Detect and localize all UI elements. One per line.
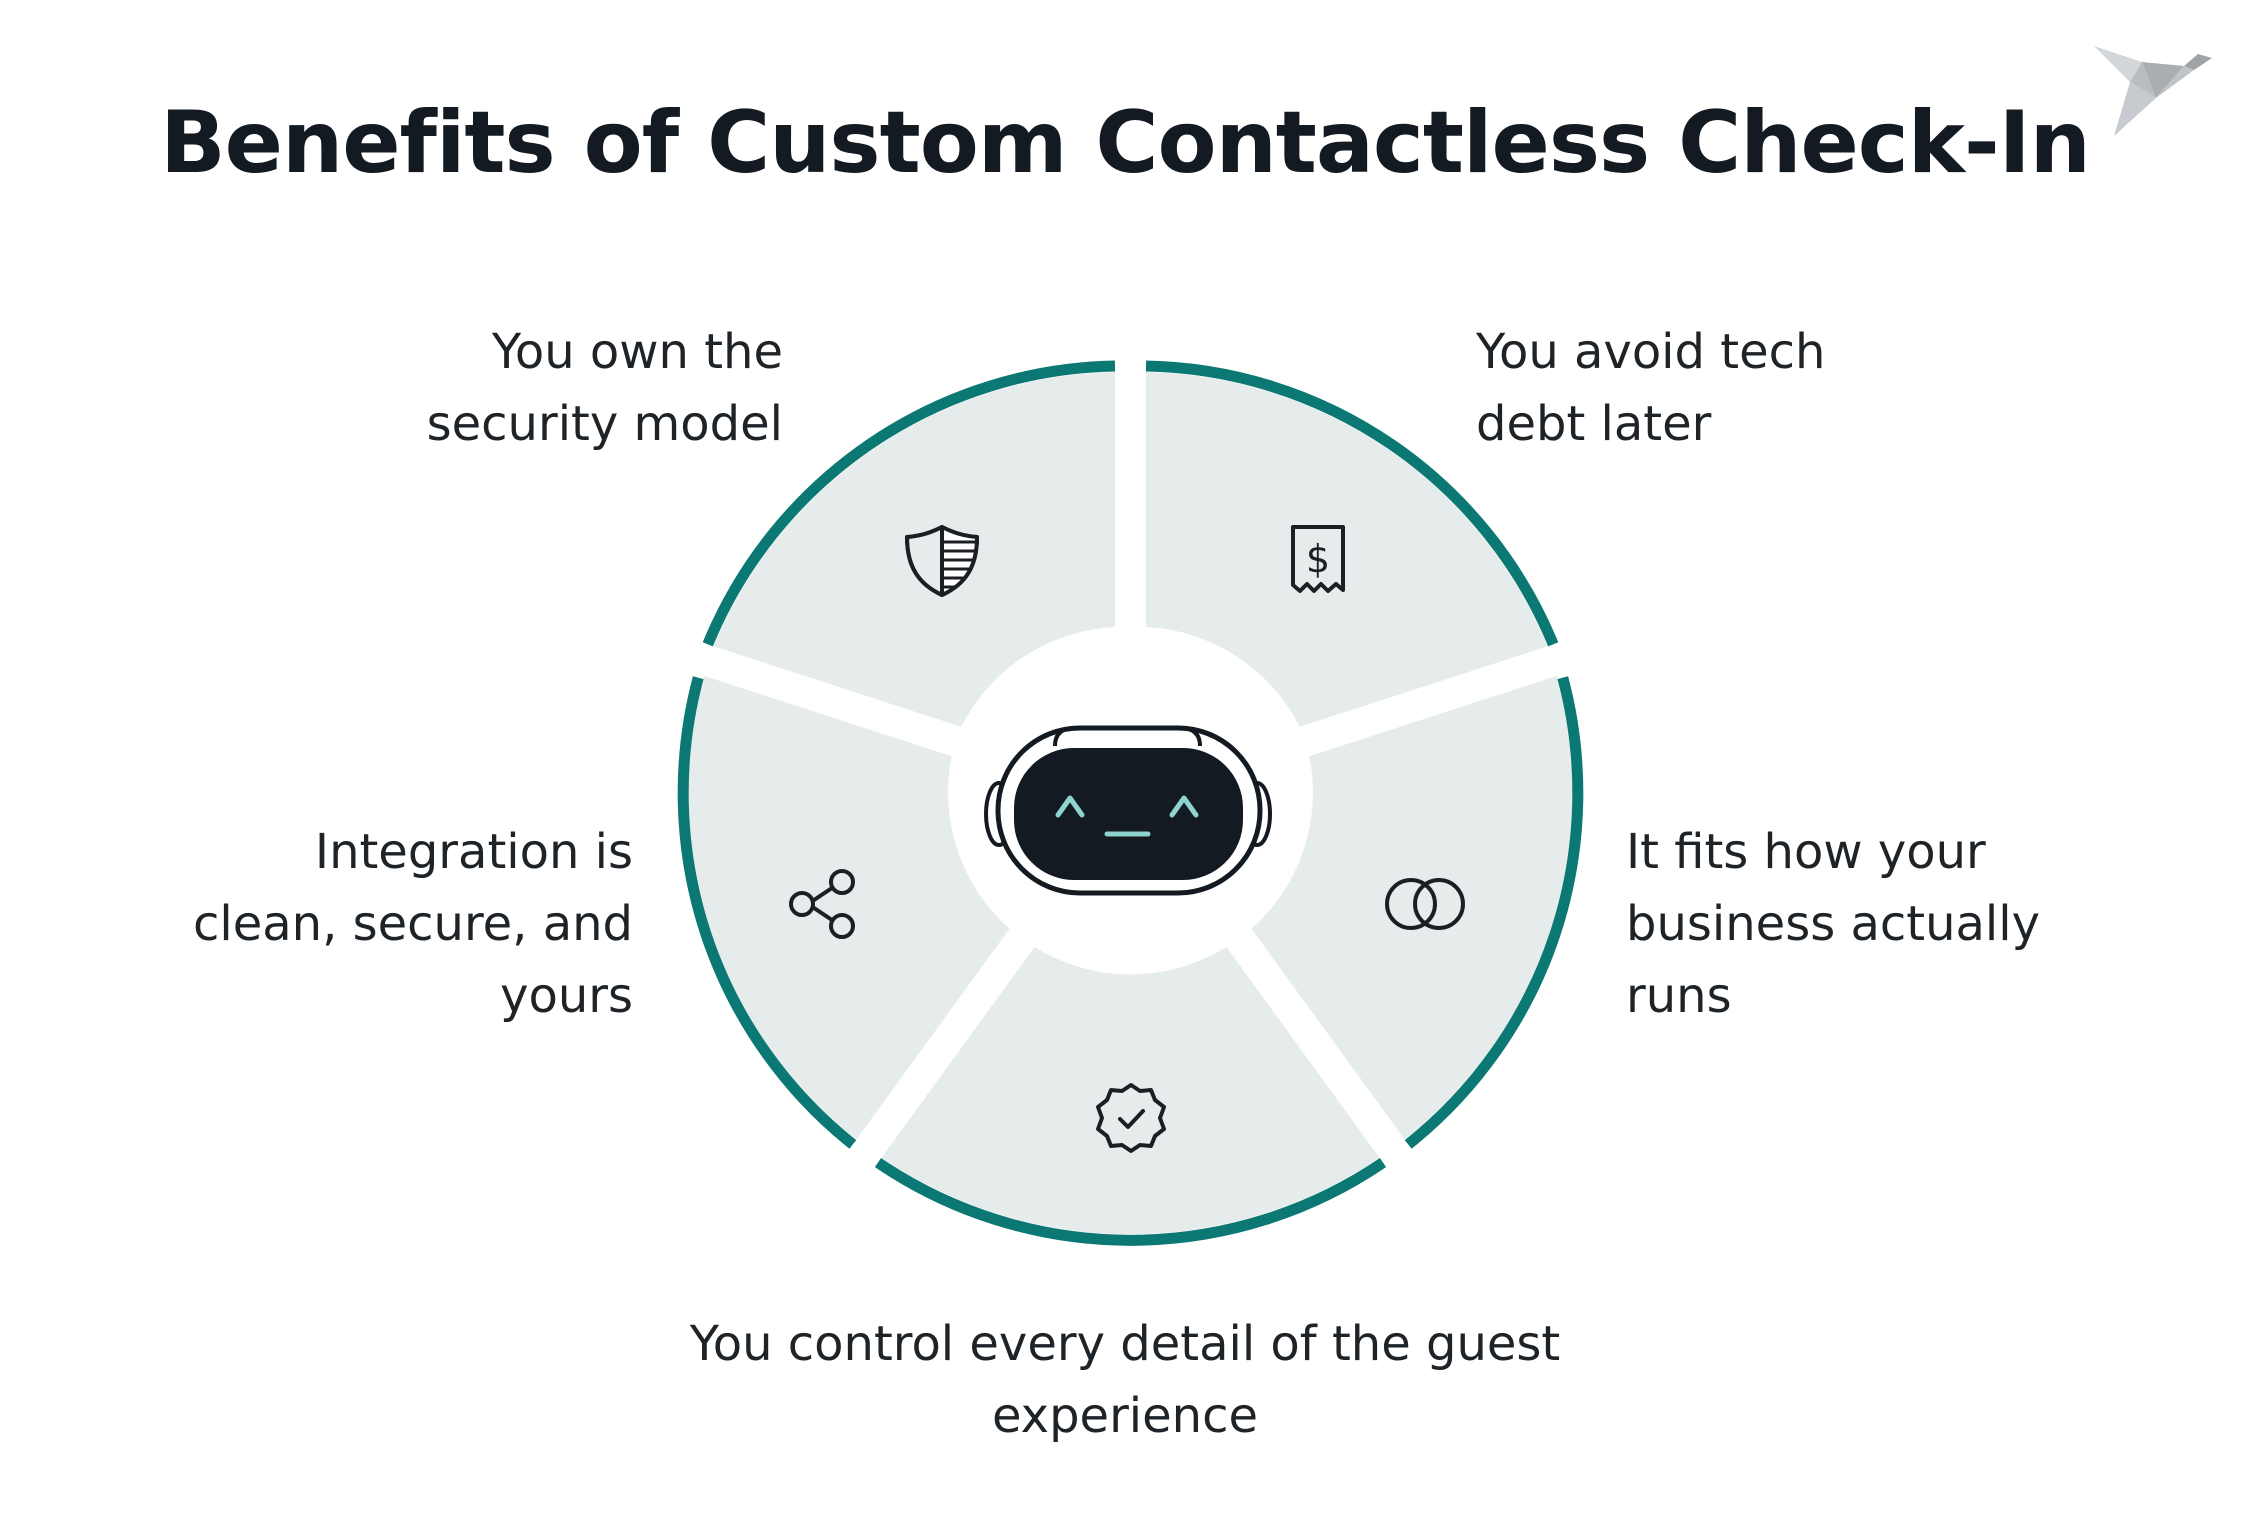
arc-security — [702, 360, 1116, 647]
label-line: yours — [500, 968, 633, 1024]
interlocking-rings-icon — [1385, 878, 1465, 930]
bird-logo-icon — [2094, 46, 2212, 136]
label-line: It fits how your — [1626, 824, 1986, 880]
svg-text:$: $ — [1306, 537, 1330, 581]
label-line: You avoid tech — [1476, 324, 1826, 380]
label-line: security model — [426, 396, 783, 452]
label-line: experience — [991, 1388, 1259, 1444]
page-title: Benefits of Custom Contactless Check-In — [160, 93, 2091, 193]
label-tech-debt: You avoid tech debt later — [1476, 316, 1825, 460]
label-line: runs — [1626, 968, 1732, 1024]
arc-tech-debt — [1145, 360, 1559, 647]
label-integration: Integration is clean, secure, and yours — [193, 816, 633, 1032]
share-nodes-icon — [789, 869, 855, 939]
label-guest-experience: You control every detail of the guest ex… — [0, 1308, 2250, 1452]
segment-security — [713, 372, 1115, 727]
label-line: Integration is — [314, 824, 633, 880]
label-business-fit: It fits how your business actually runs — [1626, 816, 2040, 1032]
wheel-segments — [688, 372, 1573, 1235]
arc-business — [1404, 676, 1584, 1149]
segment-integration — [688, 675, 1010, 1140]
segment-tech-debt — [1146, 372, 1548, 727]
arc-integration — [677, 676, 857, 1149]
wheel-outer-arcs — [677, 360, 1584, 1246]
segment-business — [1251, 675, 1573, 1140]
label-line: business actually — [1626, 896, 2040, 952]
shield-icon — [905, 525, 979, 597]
receipt-dollar-icon: $ — [1291, 525, 1345, 593]
label-line: debt later — [1476, 396, 1712, 452]
label-line: clean, secure, and — [193, 896, 633, 952]
label-line: You own the — [491, 324, 783, 380]
label-line: You control every detail of the guest — [689, 1316, 1561, 1372]
badge-check-icon — [1096, 1083, 1166, 1153]
arc-guest — [874, 1158, 1387, 1246]
robot-face-icon — [984, 725, 1272, 896]
label-security-model: You own the security model — [427, 316, 783, 460]
segment-guest — [881, 947, 1380, 1235]
